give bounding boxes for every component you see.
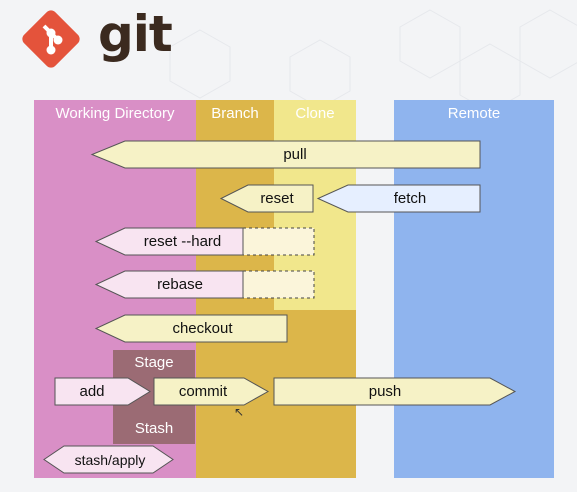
push-arrow bbox=[273, 377, 517, 406]
mouse-cursor-icon: ↖ bbox=[234, 405, 245, 419]
add-arrow bbox=[54, 377, 151, 406]
stash-label: Stash bbox=[134, 420, 174, 437]
rebase-dashed-box bbox=[242, 270, 315, 299]
pull-arrow bbox=[90, 140, 481, 169]
git-logo: git bbox=[20, 6, 173, 68]
push-label: push bbox=[368, 383, 402, 400]
reset-arrow bbox=[219, 184, 314, 213]
stash-apply-label: stash/apply bbox=[74, 452, 146, 468]
rebase-label: rebase bbox=[157, 276, 203, 293]
reset-hard-dashed-box bbox=[242, 227, 315, 256]
checkout-label: checkout bbox=[172, 320, 233, 337]
reset-hard-label: reset --hard bbox=[143, 233, 222, 250]
stash-apply-arrow bbox=[43, 445, 174, 474]
checkout-arrow bbox=[94, 314, 288, 343]
git-logo-icon bbox=[22, 10, 80, 68]
fetch-arrow bbox=[316, 184, 481, 213]
remote-label: Remote bbox=[447, 105, 501, 122]
git-logo-word: git bbox=[98, 5, 173, 63]
stage-label: Stage bbox=[134, 354, 174, 371]
add-label: add bbox=[79, 383, 105, 400]
fetch-label: fetch bbox=[393, 190, 427, 207]
commit-arrow bbox=[153, 377, 270, 406]
pull-label: pull bbox=[283, 146, 307, 163]
rebase-arrow bbox=[94, 270, 244, 299]
branch-label: Branch bbox=[211, 105, 259, 122]
commit-label: commit bbox=[178, 383, 228, 400]
clone-label: Clone bbox=[295, 105, 335, 122]
reset-hard-arrow bbox=[94, 227, 244, 256]
reset-label: reset bbox=[260, 190, 294, 207]
working-directory-label: Working Directory bbox=[55, 105, 175, 122]
